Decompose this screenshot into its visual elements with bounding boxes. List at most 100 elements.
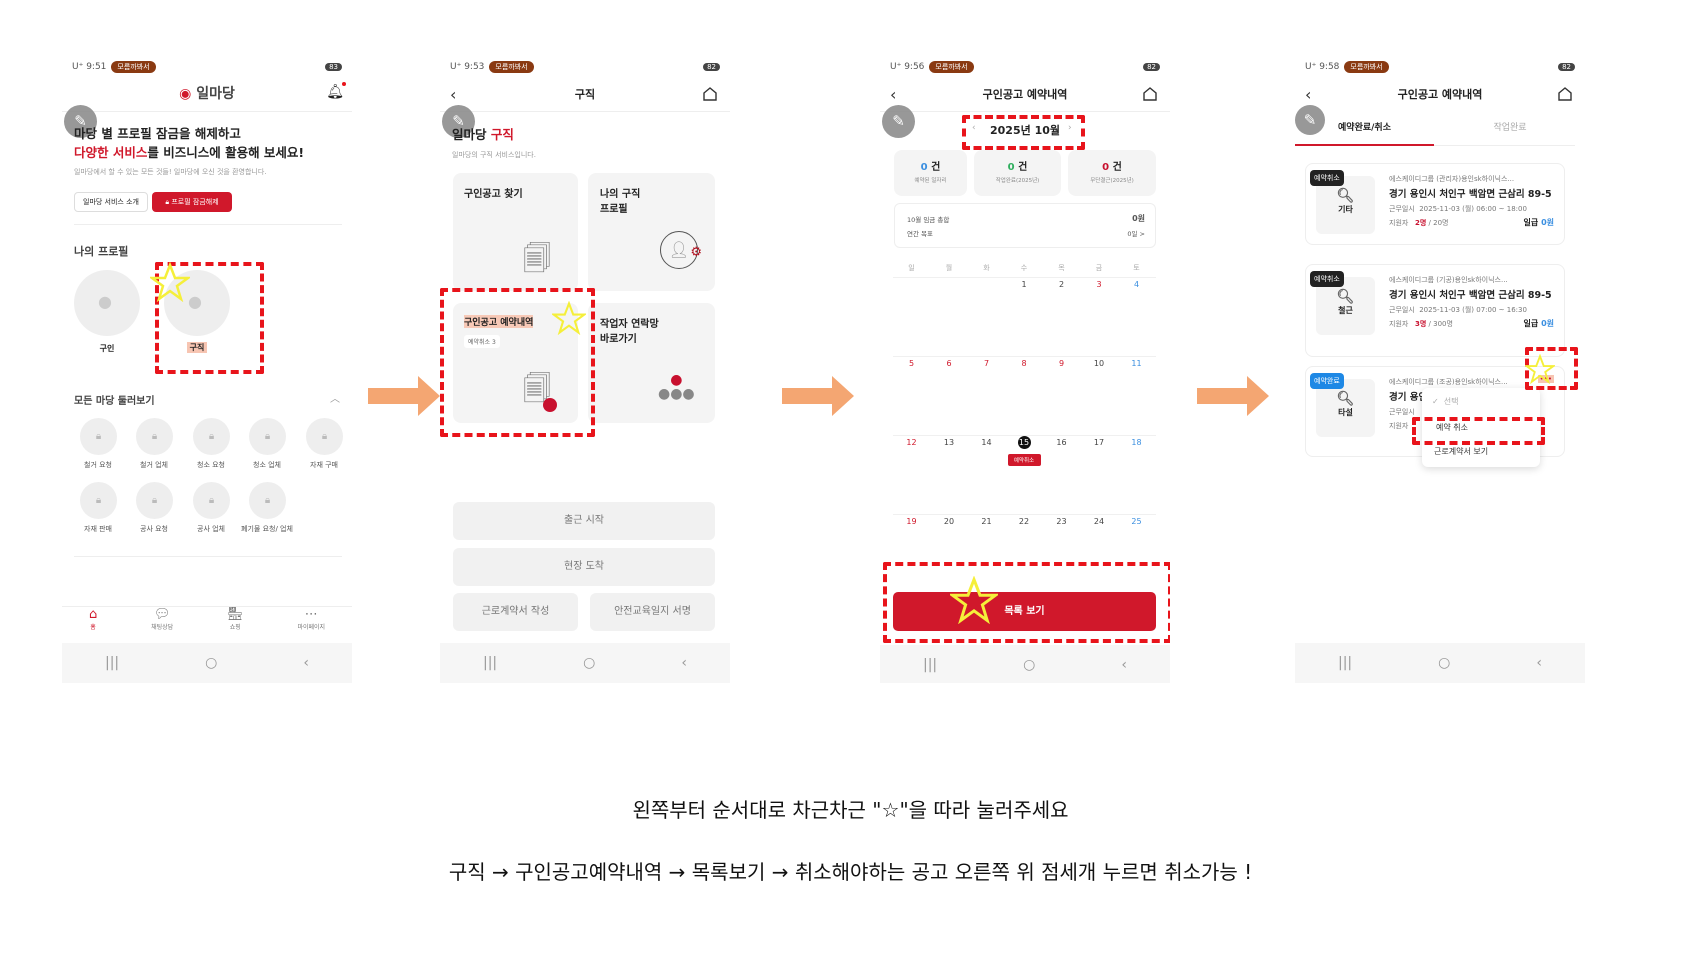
wage-summary-card[interactable]: 10월 임금 총합 0원 연간 목표 0일 >	[894, 203, 1156, 248]
calendar-day[interactable]: 23	[1056, 517, 1067, 526]
calendar-day[interactable]: 3	[1096, 280, 1102, 289]
headline-line1: 마당 별 프로필 잠금을 해제하고	[74, 126, 241, 141]
pencil-icon[interactable]: ✎	[64, 105, 97, 138]
madang-lock-button[interactable]: 🔒︎	[306, 418, 343, 455]
menu-label: 선택	[1443, 397, 1459, 406]
calendar-day[interactable]: 5	[908, 359, 915, 368]
view-list-button[interactable]: 목록 보기	[893, 592, 1156, 631]
calendar-day[interactable]: 7	[983, 359, 990, 368]
nav-mypage[interactable]: ⋯마이페이지	[297, 607, 325, 643]
job-card[interactable]: 🔍︎기타 예약취소 에스케이디그룹 (관리자)용인sk하이닉스... 경기 용인…	[1305, 163, 1565, 245]
calendar-day[interactable]: 18	[1131, 438, 1142, 447]
madang-lock-button[interactable]: 🔒︎	[193, 418, 230, 455]
home-icon[interactable]	[1557, 86, 1573, 102]
card-my-profile[interactable]: 나의 구직 프로필 👤︎⚙	[588, 173, 715, 291]
event-badge[interactable]: 예약취소	[1007, 454, 1041, 466]
card-find-jobs[interactable]: 구인공고 찾기 🗐︎	[453, 173, 578, 291]
recents-icon[interactable]: |||	[923, 657, 938, 673]
chevron-up-icon[interactable]: ︿	[330, 394, 340, 405]
calendar-day[interactable]: 1	[1021, 280, 1027, 289]
calendar-day[interactable]: 11	[1131, 359, 1142, 368]
calendar-day[interactable]: 10	[1093, 359, 1105, 368]
stat-label: 예약된 일자리	[914, 178, 947, 184]
calendar-day[interactable]: 14	[981, 438, 992, 447]
unlock-profile-button[interactable]: 🔒︎ 프로필 잠금해제	[152, 192, 232, 212]
calendar-day[interactable]: 20	[943, 517, 955, 526]
calendar-day[interactable]: 17	[1093, 438, 1105, 447]
madang-lock-button[interactable]: 🔒︎	[136, 482, 173, 519]
back-icon[interactable]: ‹	[1121, 657, 1127, 673]
week-divider	[893, 277, 1156, 278]
back-icon[interactable]: ‹	[1536, 655, 1542, 671]
job-company: 에스케이디그룹 (관리자)용인sk하이닉스...	[1389, 175, 1515, 183]
calendar-day[interactable]: 19	[906, 517, 917, 526]
job-address: 경기 용인시 처인구 백암면 근삼리 89-5	[1389, 189, 1552, 200]
calendar-day[interactable]: 16	[1056, 438, 1067, 447]
menu-item-select[interactable]: ✓ 선택	[1432, 396, 1459, 407]
start-commute-button[interactable]: 출근 시작	[453, 502, 715, 540]
job-category: 기타	[1338, 205, 1353, 214]
pay-label: 일급	[1523, 218, 1539, 227]
menu-item-cancel-reservation[interactable]: 예약 취소	[1436, 423, 1468, 432]
home-circle-icon[interactable]: ○	[1438, 655, 1451, 671]
calendar-day[interactable]: 4	[1133, 280, 1140, 289]
bell-icon[interactable]: 🔔︎	[326, 82, 346, 100]
home-icon[interactable]	[702, 86, 718, 102]
madang-lock-button[interactable]: 🔒︎	[249, 418, 286, 455]
job-card[interactable]: 🔍︎철근 예약취소 에스케이디그룹 (기공)용인sk하이닉스... 경기 용인시…	[1305, 264, 1565, 357]
safety-log-sign-button[interactable]: 안전교육일지 서명	[590, 593, 715, 631]
home-circle-icon[interactable]: ○	[205, 655, 218, 671]
recents-icon[interactable]: |||	[105, 655, 120, 671]
back-icon[interactable]: ‹	[303, 655, 309, 671]
write-contract-button[interactable]: 근로계약서 작성	[453, 593, 578, 631]
calendar-day[interactable]: 25	[1131, 517, 1142, 526]
divider	[62, 111, 352, 112]
calendar-day[interactable]: 21	[981, 517, 992, 526]
menu-item-view-contract[interactable]: 근로계약서 보기	[1434, 447, 1489, 456]
calendar-day[interactable]: 13	[943, 438, 955, 447]
prev-month-button[interactable]: ‹	[972, 123, 976, 133]
calendar-day[interactable]: 2	[1058, 280, 1065, 289]
home-circle-icon[interactable]: ○	[583, 655, 596, 671]
pencil-icon[interactable]: ✎	[882, 105, 915, 138]
next-month-button[interactable]: ›	[1068, 123, 1072, 133]
back-button[interactable]: ‹	[1305, 85, 1312, 104]
profile-jobseeker[interactable]: ●	[164, 270, 230, 336]
calendar-day[interactable]: 22	[1018, 517, 1030, 526]
service-intro-button[interactable]: 일마당 서비스 소개	[74, 192, 148, 212]
pencil-icon[interactable]: ✎	[442, 105, 475, 138]
recents-icon[interactable]: |||	[1338, 655, 1353, 671]
tab-reserved-cancelled[interactable]: 예약완료/취소	[1295, 120, 1434, 146]
madang-lock-button[interactable]: 🔒︎	[80, 418, 117, 455]
site-arrival-button[interactable]: 현장 도착	[453, 548, 715, 586]
nav-chat[interactable]: 💬︎채팅상담	[151, 607, 173, 643]
nav-shop[interactable]: 🏪︎쇼핑	[227, 607, 244, 643]
nav-home[interactable]: ⌂홈	[89, 607, 97, 643]
back-button[interactable]: ‹	[450, 85, 457, 104]
instruction-line-1: 왼쪽부터 순서대로 차근차근 "☆"을 따라 눌러주세요	[632, 798, 1069, 822]
card-worker-contacts[interactable]: 작업자 연락망 바로가기 ●●●●	[588, 303, 715, 423]
subtitle: 일마당의 구직 서비스입니다.	[452, 151, 536, 159]
tab-label: 예약완료/취소	[1338, 123, 1391, 133]
calendar-day[interactable]: 24	[1093, 517, 1105, 526]
calendar-day[interactable]: 8	[1021, 359, 1027, 368]
profile-employer[interactable]: ●	[74, 270, 140, 336]
calendar-day[interactable]: 12	[906, 438, 917, 447]
madang-lock-button[interactable]: 🔒︎	[249, 482, 286, 519]
calendar-day[interactable]: 15	[1017, 436, 1031, 449]
home-circle-icon[interactable]: ○	[1023, 657, 1036, 673]
back-icon[interactable]: ‹	[681, 655, 687, 671]
calendar-day[interactable]: 9	[1058, 359, 1065, 368]
madang-lock-button[interactable]: 🔒︎	[80, 482, 117, 519]
tab-completed[interactable]: 작업완료	[1445, 120, 1575, 133]
phone-screen-jobseeker: U⁺ 9:53 모름까봐서 82 ‹ 구직 ✎ 일마당 구직 일마당의 구직 서…	[440, 58, 730, 683]
madang-lock-button[interactable]: 🔒︎	[193, 482, 230, 519]
pencil-icon[interactable]: ✎	[1295, 105, 1325, 135]
back-button[interactable]: ‹	[890, 85, 897, 104]
recents-icon[interactable]: |||	[483, 655, 498, 671]
calendar-day[interactable]: 6	[946, 359, 952, 368]
logo-text: 일마당	[196, 86, 235, 102]
home-icon[interactable]	[1142, 86, 1158, 102]
card-reservations[interactable]: 구인공고 예약내역 예약취소 3 🗐︎	[453, 303, 578, 423]
madang-lock-button[interactable]: 🔒︎	[136, 418, 173, 455]
